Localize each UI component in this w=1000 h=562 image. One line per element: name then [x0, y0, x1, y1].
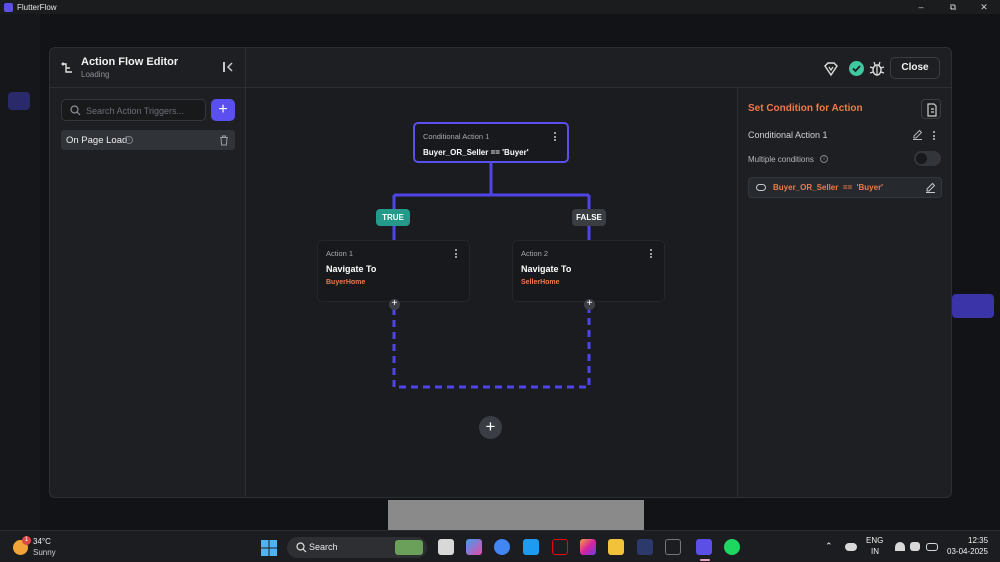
action-node-1[interactable]: Action 1 Navigate To BuyerHome [317, 240, 470, 302]
more-options-icon[interactable] [455, 249, 458, 259]
info-icon: i [125, 136, 133, 144]
flutterflow-logo-icon [4, 2, 13, 12]
add-action-false-button[interactable]: + [584, 299, 595, 310]
action-node-2[interactable]: Action 2 Navigate To SellerHome [512, 240, 665, 302]
cloud-icon[interactable] [845, 543, 857, 551]
temperature: 34°C [33, 537, 51, 546]
taskbar-search[interactable]: Search [287, 537, 427, 558]
condition-row[interactable]: Buyer_OR_Seller == 'Buyer' [748, 177, 942, 198]
folder-icon[interactable] [608, 539, 624, 555]
apple-tv-icon[interactable] [665, 539, 681, 555]
editor-status: Loading [81, 70, 110, 79]
trigger-label: On Page Load [66, 135, 128, 146]
netflix-icon[interactable] [552, 539, 568, 555]
background-sidebar-active-item [8, 92, 30, 110]
add-action-true-button[interactable]: + [389, 299, 400, 310]
add-action-after-button[interactable]: + [479, 416, 502, 439]
condition-expression: Buyer_OR_Seller == 'Buyer' [773, 183, 884, 192]
document-icon [927, 103, 937, 117]
flow-connectors [392, 163, 591, 389]
debug-bug-icon[interactable] [868, 60, 886, 78]
documentation-button[interactable] [921, 99, 941, 119]
clock-time[interactable]: 12:35 [968, 536, 989, 545]
editor-title: Action Flow Editor [81, 56, 179, 68]
taskbar-search-label: Search [309, 542, 338, 552]
action-1-label: Action 1 [326, 249, 354, 258]
action-2-label: Action 2 [521, 249, 549, 258]
more-options-icon[interactable] [554, 132, 557, 142]
conditional-action-label: Conditional Action 1 [423, 132, 490, 141]
windows-taskbar: 1 34°C Sunny Search ⌃ ENG IN 12:35 03-04… [0, 530, 1000, 562]
action-1-target: BuyerHome [326, 279, 366, 286]
active-app-indicator [700, 559, 710, 561]
edit-condition-icon[interactable] [925, 182, 936, 193]
copilot-icon[interactable] [466, 539, 482, 555]
chrome-icon[interactable] [494, 539, 510, 555]
language[interactable]: ENG [866, 536, 884, 545]
conditional-action-node[interactable]: Conditional Action 1 Buyer_OR_Seller == … [413, 122, 569, 163]
false-branch-badge: FALSE [572, 209, 606, 226]
search-triggers-input[interactable] [86, 103, 201, 118]
ai-assist-icon[interactable] [822, 60, 840, 78]
true-branch-badge: TRUE [376, 209, 410, 226]
action-flow-icon [61, 62, 72, 73]
weather-condition: Sunny [33, 548, 56, 557]
modal-header: Action Flow Editor Loading Close [50, 48, 951, 88]
panel-title: Set Condition for Action [748, 103, 863, 114]
battery-icon[interactable] [926, 543, 938, 551]
background-button [952, 294, 994, 318]
clock-date[interactable]: 03-04-2025 [947, 547, 988, 556]
edit-name-icon[interactable] [912, 129, 923, 140]
close-button[interactable]: Close [890, 57, 940, 79]
action-flow-canvas[interactable]: Conditional Action 1 Buyer_OR_Seller == … [246, 88, 737, 497]
search-icon [70, 105, 81, 116]
condition-name: Conditional Action 1 [748, 130, 828, 140]
flutterflow-taskbar-icon[interactable] [696, 539, 712, 555]
delete-trigger-icon[interactable] [219, 135, 229, 146]
search-highlight-image [395, 540, 423, 555]
action-2-target: SellerHome [521, 279, 560, 286]
twitter-icon[interactable] [523, 539, 539, 555]
search-icon [296, 542, 307, 553]
speaker-icon[interactable] [910, 542, 920, 551]
photoshop-icon[interactable] [637, 539, 653, 555]
app-title: FlutterFlow [17, 2, 57, 12]
action-triggers-panel: + On Page Load i [50, 88, 246, 497]
maximize-button[interactable]: ⧉ [949, 2, 957, 12]
region[interactable]: IN [871, 547, 879, 556]
more-options-icon[interactable] [933, 131, 936, 141]
trigger-item-on-page-load[interactable]: On Page Load i [61, 130, 235, 150]
more-options-icon[interactable] [650, 249, 653, 259]
window-close-button[interactable]: ✕ [980, 2, 988, 12]
condition-toggle-icon [756, 184, 766, 191]
action-2-title: Navigate To [521, 264, 572, 274]
condition-settings-panel: Set Condition for Action Conditional Act… [737, 88, 951, 497]
action-1-title: Navigate To [326, 264, 377, 274]
toggle-knob [916, 153, 927, 164]
multiple-conditions-label: Multiple conditions [748, 155, 814, 164]
minimize-button[interactable]: – [918, 2, 924, 12]
window-titlebar: FlutterFlow – ⧉ ✕ [0, 0, 1000, 14]
wifi-icon[interactable] [895, 542, 905, 551]
add-trigger-button[interactable]: + [211, 99, 235, 121]
search-triggers-box[interactable] [61, 99, 206, 121]
editor-title-area: Action Flow Editor Loading [50, 48, 246, 88]
action-flow-editor-modal: Action Flow Editor Loading Close [49, 47, 952, 498]
multiple-conditions-toggle[interactable] [914, 151, 941, 166]
weather-badge: 1 [22, 536, 31, 545]
show-hidden-icons-chevron-icon[interactable]: ⌃ [825, 541, 833, 551]
condition-expression: Buyer_OR_Seller == 'Buyer' [423, 148, 529, 157]
info-icon: i [820, 155, 828, 163]
windows-start-icon[interactable] [261, 540, 277, 556]
validation-check-icon[interactable] [849, 61, 864, 76]
instagram-icon[interactable] [580, 539, 596, 555]
spotify-icon[interactable] [724, 539, 740, 555]
file-explorer-icon[interactable] [438, 539, 454, 555]
background-card [388, 500, 644, 530]
collapse-panel-icon[interactable] [222, 61, 234, 73]
